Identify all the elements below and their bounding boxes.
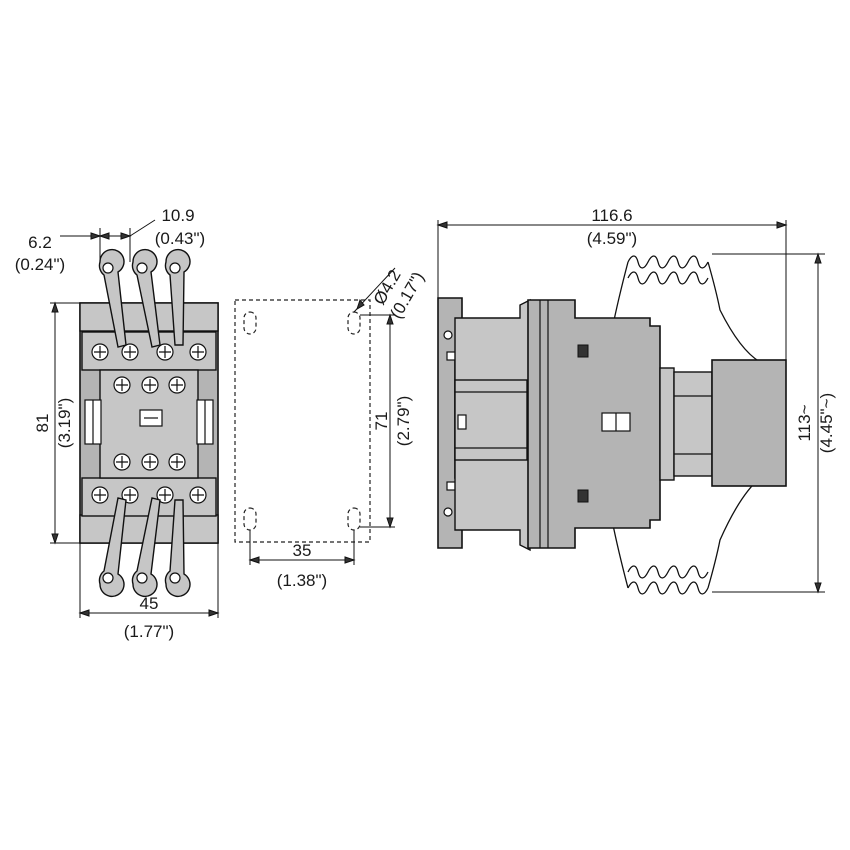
side-slot-top <box>577 344 589 358</box>
side-slot-bottom <box>577 489 589 503</box>
module-spacer <box>659 367 675 481</box>
hole-vertical-in-label: (2.79") <box>394 396 413 446</box>
screw-row-middle-bottom <box>113 453 186 471</box>
hole-bottom-right <box>347 507 361 531</box>
screw-row-middle-top <box>113 376 186 394</box>
height-in-label: (3.19") <box>55 398 74 448</box>
front-view: 81 (3.19") 45 (1.77") 6.2 (0.24") 10.9 (… <box>15 206 220 641</box>
top-lugs <box>98 248 191 348</box>
hole-bottom-left <box>243 507 257 531</box>
capacitor-module <box>711 359 787 487</box>
screw-row-bottom <box>91 486 207 504</box>
module-block <box>673 371 713 477</box>
pitch-in-label: (0.24") <box>15 255 65 274</box>
side-view: 116.6 (4.59") 113~ (4.45"~) <box>436 206 836 595</box>
hole-top-right <box>347 311 361 335</box>
hole-vertical-mm-label: 71 <box>372 412 391 431</box>
width-in-label: (1.77") <box>124 622 174 641</box>
bracket-window <box>454 379 528 461</box>
hole-horizontal-in-label: (1.38") <box>277 571 327 590</box>
total-height-mm-label: 113~ <box>795 404 814 441</box>
pole-width-mm-label: 10.9 <box>161 206 194 225</box>
template-outline <box>234 299 371 543</box>
depth-in-label: (4.59") <box>587 229 637 248</box>
hole-top-left <box>243 311 257 335</box>
width-mm-label: 45 <box>140 594 159 613</box>
pole-width-in-label: (0.43") <box>155 229 205 248</box>
pitch-mm-label: 6.2 <box>28 233 52 252</box>
side-body <box>527 299 661 549</box>
mounting-template: Ø4.2 (0.17") 71 (2.79") 35 (1.38") <box>234 267 428 590</box>
bottom-lugs <box>98 497 191 598</box>
screw-row-top <box>91 343 207 361</box>
total-height-in-label: (4.45"~) <box>817 393 836 453</box>
hole-horizontal-mm-label: 35 <box>293 541 312 560</box>
depth-mm-label: 116.6 <box>591 206 632 225</box>
height-mm-label: 81 <box>33 414 52 433</box>
